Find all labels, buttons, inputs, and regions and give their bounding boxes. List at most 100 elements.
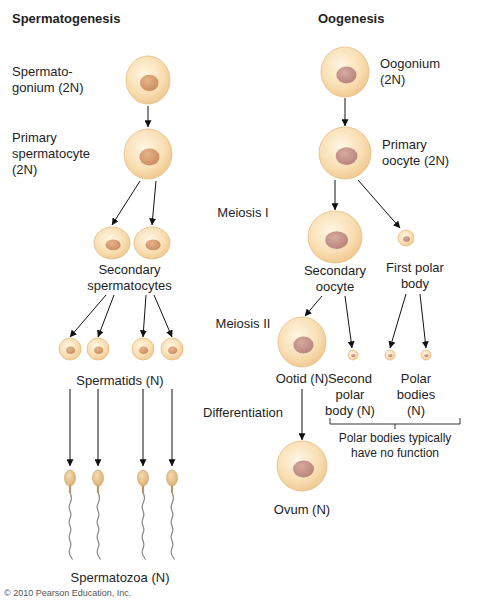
sperm-head <box>65 470 76 486</box>
cell-node: Secondary spermatocytes <box>72 225 187 295</box>
cell-label: Polar bodies (N) <box>391 371 441 419</box>
cell-node: Secondary oocyte <box>290 210 380 296</box>
cell-membrane <box>161 338 183 360</box>
arrow-connector <box>345 296 352 348</box>
cell-body <box>348 350 358 360</box>
column-heading: Spermatogenesis <box>12 11 162 27</box>
cell-body <box>87 338 109 360</box>
cell-nucleus <box>140 75 158 91</box>
cell-membrane <box>87 338 109 360</box>
arrow-line <box>335 180 336 210</box>
arrow-line <box>70 295 106 337</box>
cell-nucleus <box>66 347 75 354</box>
stage-label: Meiosis II <box>193 316 293 332</box>
arrow-line <box>345 98 346 126</box>
cell-node: Ovum (N) <box>270 440 334 520</box>
arrow-line <box>98 295 114 337</box>
cell-membrane <box>124 129 172 179</box>
arrow-connector <box>358 180 400 228</box>
cell-label: Secondary oocyte <box>290 263 380 295</box>
cell-label: Oogonium (2N) <box>380 56 454 88</box>
arrow-line <box>143 295 146 337</box>
sperm-head <box>167 470 178 486</box>
cell-body <box>161 338 183 360</box>
cell-node: Spermato- gonium (2N) <box>10 54 175 106</box>
cell-body <box>277 441 327 491</box>
cell-membrane <box>308 211 362 263</box>
cell-node: Spermatozoa (N) <box>50 466 190 587</box>
cell-label: Ovum (N) <box>270 502 334 518</box>
cell-body <box>398 230 414 246</box>
cell-body <box>278 317 326 367</box>
sperm-head <box>93 470 104 486</box>
cell-label: Secondary spermatocytes <box>72 262 187 294</box>
bracket <box>330 418 460 429</box>
cell-body <box>124 129 172 179</box>
arrow-connector <box>305 296 322 316</box>
arrow-line <box>143 389 144 466</box>
copyright-note: © 2010 Pearson Education, Inc. <box>4 588 224 599</box>
cell-body <box>94 227 130 259</box>
sperm-cell <box>167 470 178 560</box>
cell-nucleus <box>94 347 103 354</box>
sperm-head <box>138 470 149 486</box>
arrow-line <box>390 294 406 348</box>
arrow-line <box>305 296 322 316</box>
arrow-line <box>172 389 173 466</box>
arrow-line <box>302 389 303 440</box>
cell-body <box>385 350 395 360</box>
cell-nucleus <box>106 239 121 250</box>
cell-nucleus <box>325 231 348 249</box>
arrow-line <box>154 295 172 337</box>
cell-membrane <box>385 350 395 360</box>
stage-label: Differentiation <box>188 405 298 421</box>
cell-node: Primary spermatocyte (2N) <box>10 127 175 181</box>
sperm-cell <box>65 470 76 560</box>
cell-label: Primary oocyte (2N) <box>382 137 462 169</box>
cell-nucleus <box>403 236 410 241</box>
cell-label: Spermatozoa (N) <box>50 570 190 586</box>
column-heading: Oogenesis <box>318 11 468 27</box>
sperm-tail <box>171 492 174 560</box>
arrow-line <box>358 180 400 228</box>
arrow-line <box>345 296 352 348</box>
cell-nucleus <box>146 239 161 250</box>
cell-node: Ootid (N) <box>270 316 334 389</box>
cell-body <box>321 47 369 97</box>
arrow-connector <box>390 294 426 348</box>
cell-membrane <box>398 230 414 246</box>
cell-node: Primary oocyte (2N) <box>318 126 468 180</box>
cell-node: Second polar body (N) <box>317 348 383 419</box>
arrow-connector <box>345 98 346 126</box>
cell-label: First polar body <box>382 260 448 292</box>
stage-label: Meiosis I <box>193 205 293 221</box>
sperm-tail <box>142 492 145 560</box>
cell-membrane <box>59 338 81 360</box>
cell-body <box>59 338 81 360</box>
arrow-line <box>148 106 149 127</box>
cell-membrane <box>126 56 170 104</box>
cell-membrane <box>348 350 358 360</box>
cell-nucleus <box>168 347 177 354</box>
arrow-connector <box>70 389 172 466</box>
cell-nucleus <box>293 461 314 478</box>
arrow-connector <box>112 181 156 225</box>
sperm-cell <box>138 470 149 560</box>
cell-body <box>308 211 362 263</box>
cell-nucleus <box>293 337 313 354</box>
note-text: Polar bodies typically have no function <box>325 431 465 461</box>
cell-nucleus <box>424 354 428 357</box>
cell-shape <box>50 466 190 587</box>
cell-nucleus <box>336 67 356 84</box>
cell-nucleus <box>351 354 355 357</box>
cell-label: Second polar body (N) <box>317 371 383 419</box>
cell-membrane <box>94 227 130 259</box>
cell-membrane <box>278 317 326 367</box>
arrow-connector <box>302 389 303 440</box>
arrow-connector <box>70 295 172 337</box>
cell-membrane <box>134 227 170 259</box>
cell-body <box>421 350 431 360</box>
cell-membrane <box>319 127 371 179</box>
cell-node: Oogonium (2N) <box>318 46 468 98</box>
